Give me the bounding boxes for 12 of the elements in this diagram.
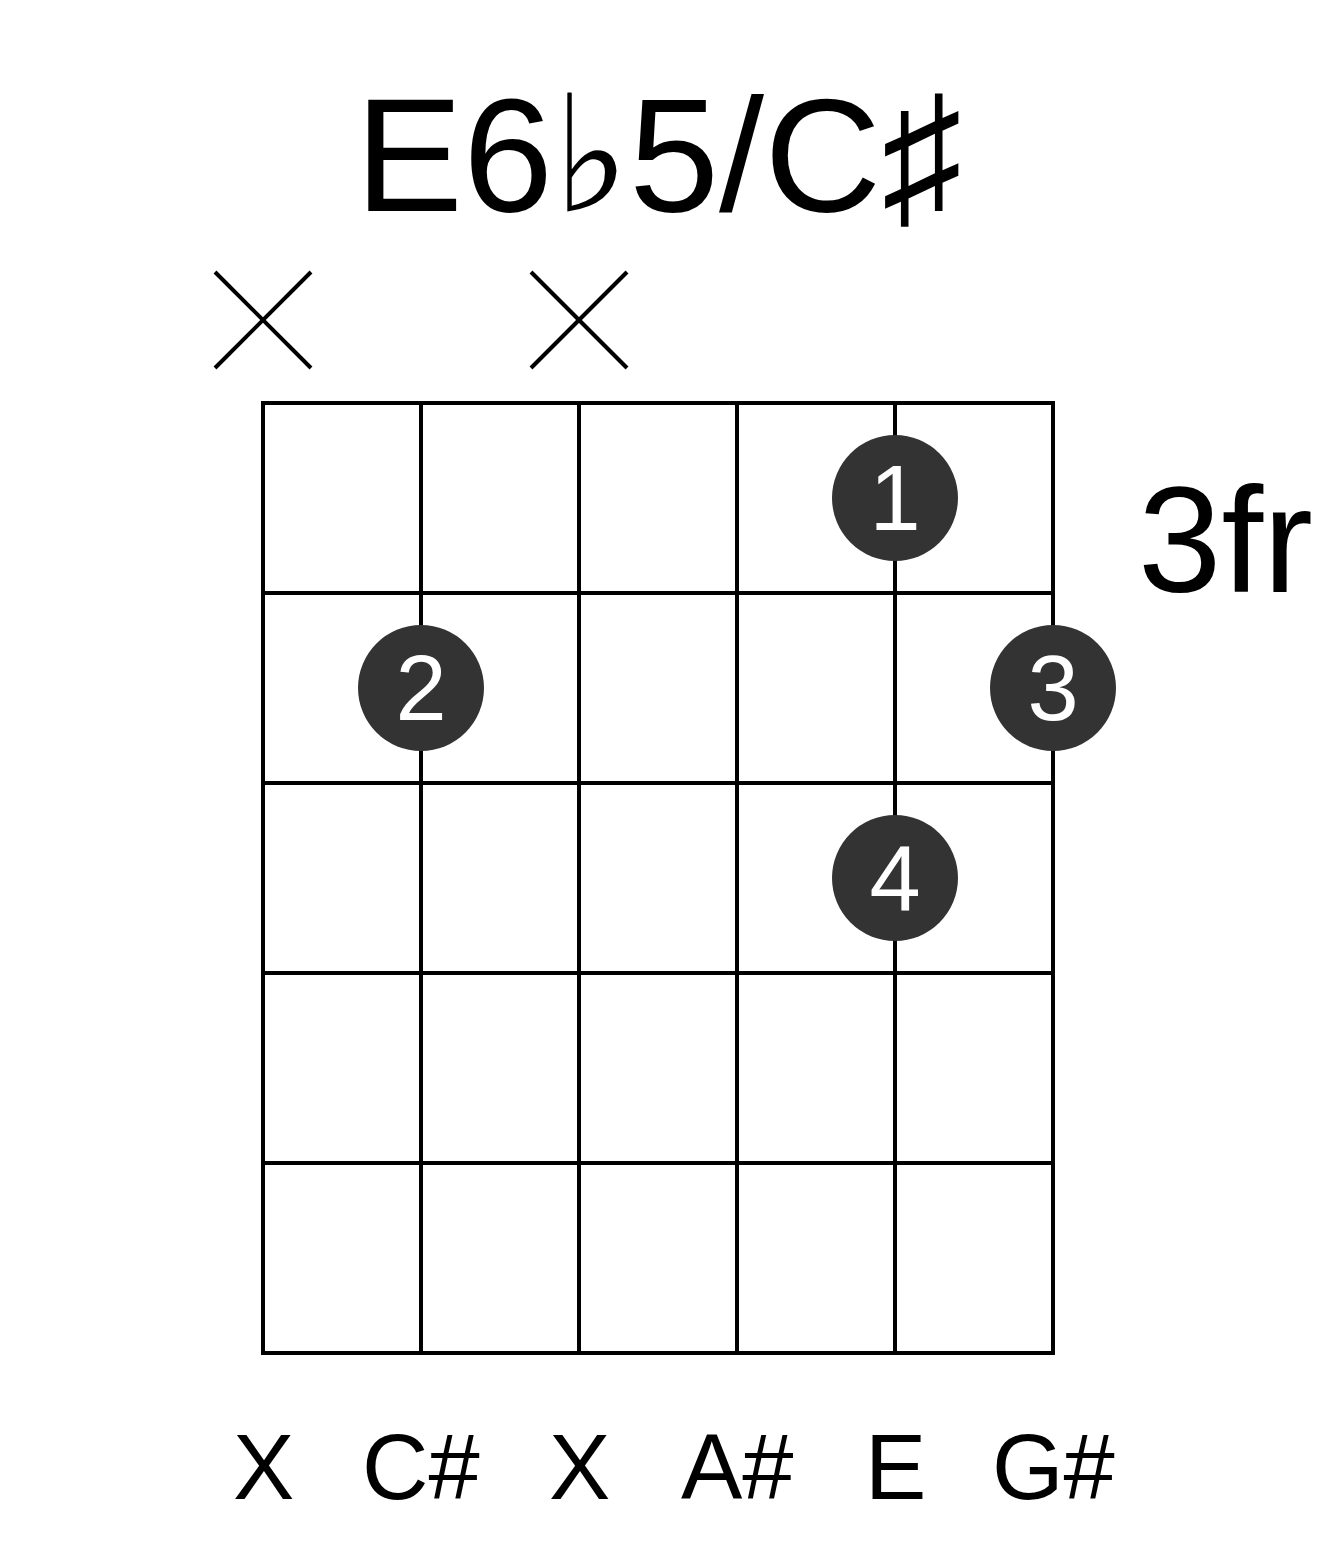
string-note-label: X bbox=[233, 1417, 295, 1518]
string-note-label: A# bbox=[681, 1417, 794, 1518]
finger-dot: 3 bbox=[990, 625, 1116, 751]
string-note-label: E bbox=[865, 1417, 927, 1518]
fret-position-label: 3fr bbox=[1138, 458, 1314, 623]
finger-dot: 2 bbox=[358, 625, 484, 751]
chord-name-title: E6♭5/C♯ bbox=[354, 70, 963, 240]
finger-dot: 1 bbox=[832, 435, 958, 561]
string-note-label: G# bbox=[992, 1417, 1115, 1518]
string-note-label: C# bbox=[362, 1417, 480, 1518]
finger-dot: 4 bbox=[832, 815, 958, 941]
string-note-label: X bbox=[549, 1417, 611, 1518]
